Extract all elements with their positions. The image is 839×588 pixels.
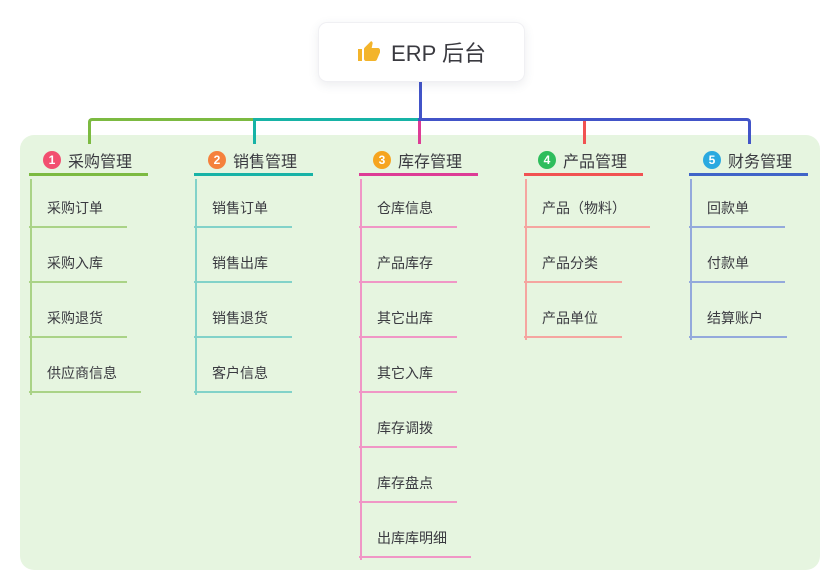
- branch-label: 财务管理: [728, 153, 793, 171]
- branch-item-label: 库存调拨: [377, 420, 433, 436]
- branches-panel: [20, 135, 820, 570]
- branch-items: 回款单付款单结算账户: [689, 179, 787, 338]
- branch-item-label: 采购退货: [47, 310, 103, 326]
- branch-item[interactable]: 库存调拨: [359, 393, 457, 448]
- branch-item[interactable]: 采购退货: [29, 283, 127, 338]
- branch-item[interactable]: 采购入库: [29, 228, 127, 283]
- branch-connector-line: [525, 179, 527, 340]
- thumbs-up-path: [358, 41, 381, 61]
- branch-label: 销售管理: [233, 153, 298, 171]
- branch-connector-line: [690, 179, 692, 340]
- branch-item-label: 产品分类: [542, 255, 598, 271]
- branch-connector-line: [30, 179, 32, 395]
- root-label: ERP 后台: [391, 41, 486, 66]
- branch-item[interactable]: 销售退货: [194, 283, 292, 338]
- branch-item-label: 产品（物料）: [542, 200, 626, 216]
- branch-item[interactable]: 采购订单: [29, 179, 127, 228]
- branch-number-badge: 2: [208, 150, 226, 169]
- branch-item[interactable]: 出库库明细: [359, 503, 471, 558]
- branch-item[interactable]: 库存盘点: [359, 448, 457, 503]
- branch-item-label: 其它入库: [377, 365, 433, 381]
- bus-drop-product: [583, 121, 586, 144]
- branch-header[interactable]: 1 采购管理: [29, 146, 149, 176]
- branch-column: 5 财务管理 回款单付款单结算账户: [689, 146, 809, 340]
- branch-item-label: 供应商信息: [47, 365, 117, 381]
- branch-item[interactable]: 产品分类: [524, 228, 622, 283]
- branch-item-label: 付款单: [707, 255, 749, 271]
- branch-item[interactable]: 产品库存: [359, 228, 457, 283]
- branch-item-label: 出库库明细: [377, 530, 447, 546]
- branch-item[interactable]: 供应商信息: [29, 338, 141, 393]
- root-node[interactable]: ERP 后台: [318, 22, 525, 82]
- branch-item-label: 客户信息: [212, 365, 268, 381]
- branch-number-badge: 5: [703, 150, 721, 169]
- branch-label: 库存管理: [398, 153, 463, 171]
- bus-segment-right: [418, 118, 751, 144]
- bus-segment-left: [88, 118, 253, 144]
- branch-item-label: 回款单: [707, 200, 749, 216]
- branch-item-label: 采购入库: [47, 255, 103, 271]
- branch-number-badge: 1: [43, 150, 61, 169]
- branch-item[interactable]: 其它入库: [359, 338, 457, 393]
- branch-item[interactable]: 其它出库: [359, 283, 457, 338]
- branch-label: 产品管理: [563, 153, 628, 171]
- root-trunk-line: [419, 80, 422, 121]
- branch-item-label: 结算账户: [707, 310, 763, 326]
- branch-item[interactable]: 回款单: [689, 179, 785, 228]
- branch-item[interactable]: 产品单位: [524, 283, 622, 338]
- branch-item[interactable]: 仓库信息: [359, 179, 457, 228]
- branch-items: 产品（物料） 产品分类产品单位: [524, 179, 650, 338]
- branch-header[interactable]: 2 销售管理: [194, 146, 314, 176]
- branch-item[interactable]: 销售订单: [194, 179, 292, 228]
- branch-items: 采购订单采购入库采购退货供应商信息: [29, 179, 141, 393]
- branch-number-badge: 3: [373, 150, 391, 169]
- branch-item-label: 库存盘点: [377, 475, 433, 491]
- branch-column: 2 销售管理 销售订单销售出库销售退货客户信息: [194, 146, 314, 395]
- thumbs-up-icon: [358, 41, 381, 61]
- branch-column: 3 库存管理 仓库信息产品库存其它出库其它入库库存调拨库存盘点出库库明细: [359, 146, 479, 560]
- branch-items: 仓库信息产品库存其它出库其它入库库存调拨库存盘点出库库明细: [359, 179, 471, 558]
- branch-item[interactable]: 产品（物料）: [524, 179, 650, 228]
- branch-column: 1 采购管理 采购订单采购入库采购退货供应商信息: [29, 146, 149, 395]
- branch-header[interactable]: 5 财务管理: [689, 146, 809, 176]
- bus-drop-inventory: [418, 121, 421, 144]
- branch-item-label: 产品库存: [377, 255, 433, 271]
- branch-item[interactable]: 结算账户: [689, 283, 787, 338]
- branch-item[interactable]: 销售出库: [194, 228, 292, 283]
- bus-segment-midleft: [253, 118, 418, 144]
- branch-item-label: 其它出库: [377, 310, 433, 326]
- branch-item[interactable]: 付款单: [689, 228, 785, 283]
- branch-item-label: 产品单位: [542, 310, 598, 326]
- branch-column: 4 产品管理 产品（物料） 产品分类产品单位: [524, 146, 650, 340]
- branch-number-badge: 4: [538, 150, 556, 169]
- branch-item-label: 采购订单: [47, 200, 103, 216]
- branch-label: 采购管理: [68, 153, 133, 171]
- branch-connector-line: [360, 179, 362, 560]
- branch-header[interactable]: 3 库存管理: [359, 146, 479, 176]
- branch-items: 销售订单销售出库销售退货客户信息: [194, 179, 292, 393]
- branch-item[interactable]: 客户信息: [194, 338, 292, 393]
- branch-item-label: 销售退货: [212, 310, 268, 326]
- branch-item-label: 销售出库: [212, 255, 268, 271]
- branch-connector-line: [195, 179, 197, 395]
- branch-item-label: 仓库信息: [377, 200, 433, 216]
- branch-item-label: 销售订单: [212, 200, 268, 216]
- branch-header[interactable]: 4 产品管理: [524, 146, 644, 176]
